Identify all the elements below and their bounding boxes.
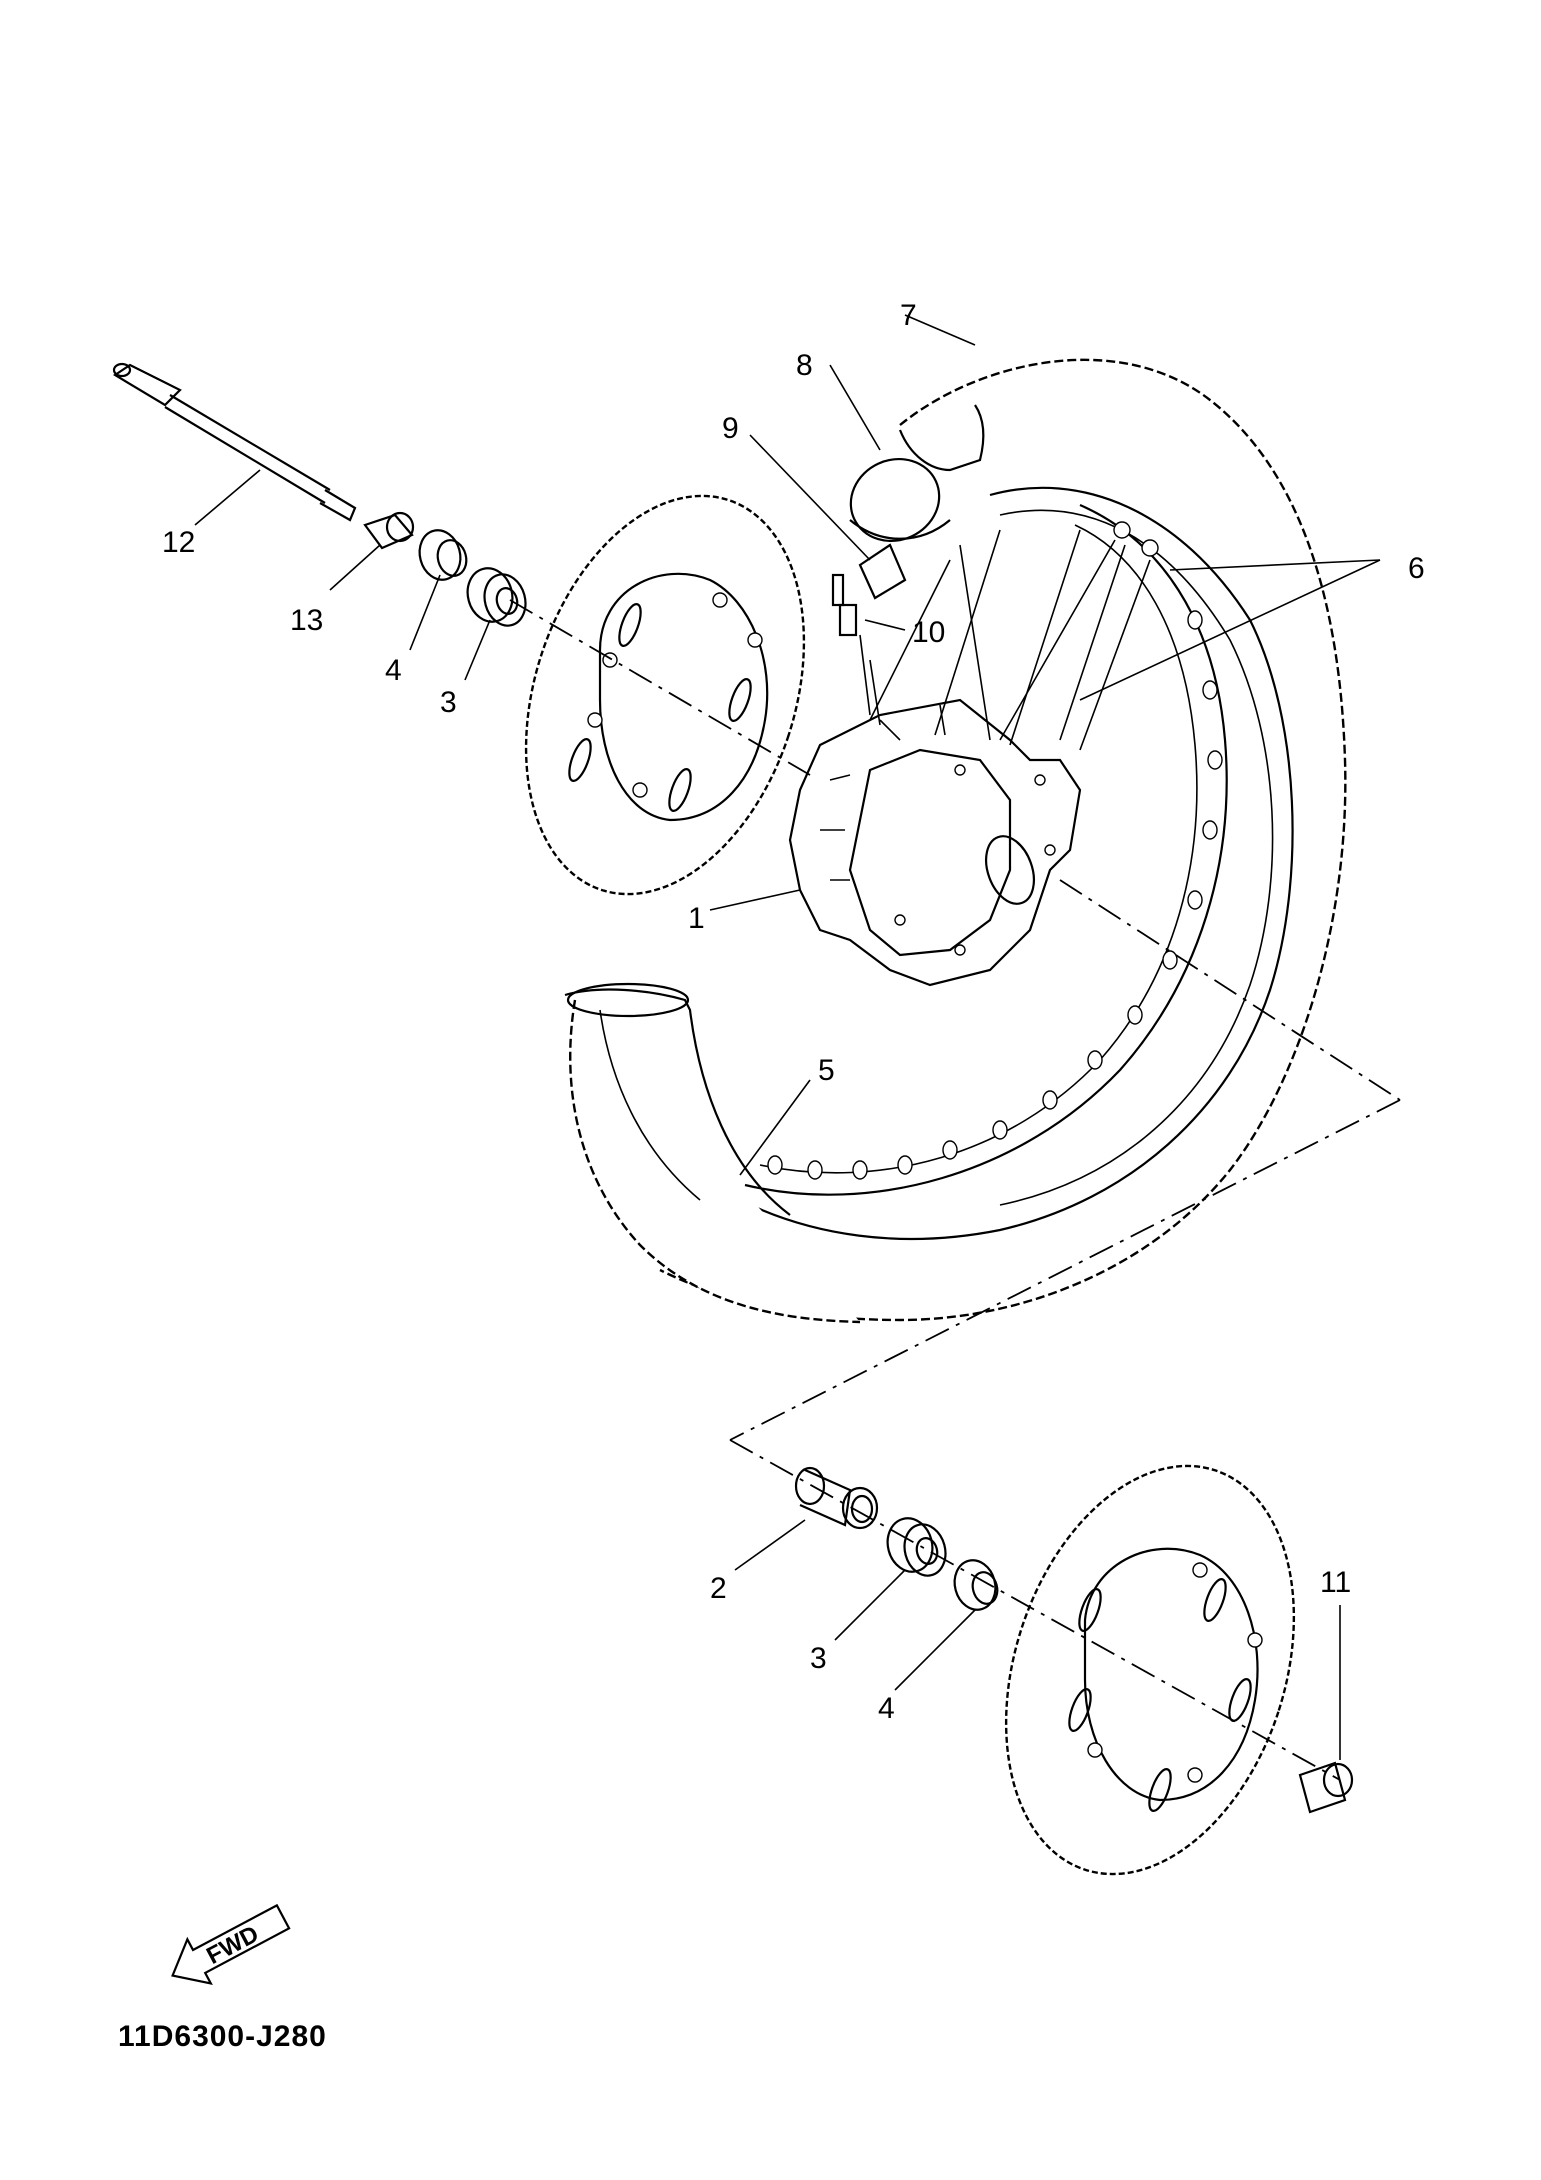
spoke-hole [1202,680,1218,700]
spoke-hole [1202,820,1218,840]
valve [831,573,871,716]
collar-2 [794,1466,879,1530]
callout-9: 9 [722,412,739,445]
callout-labels: 1 2 3 3 4 4 5 6 7 8 9 10 11 12 13 [162,299,1425,1725]
spoke-hole [807,1160,823,1180]
spoke-hole [897,1155,913,1175]
tire-upper [659,358,1347,1322]
spoke-hole [1187,610,1203,630]
callout-8: 8 [796,349,813,382]
callout-7: 7 [900,299,917,332]
rim-spoke-holes [767,610,1223,1180]
spoke-hole [1162,950,1178,970]
spoke-hole [1087,1050,1103,1070]
oil-seal-lower [953,1559,999,1611]
callout-5: 5 [818,1054,835,1087]
leader-lines [194,314,1381,1760]
collar-13 [363,511,415,550]
oil-seal-upper [418,529,468,581]
callout-3-lower: 3 [810,1642,827,1675]
callout-6: 6 [1408,552,1425,585]
spoke-hole [992,1120,1008,1140]
callout-13: 13 [290,604,323,637]
callout-4-upper: 4 [385,654,402,687]
callout-10: 10 [912,616,945,649]
tube [849,404,985,600]
spokes [869,521,1159,751]
fwd-arrow-icon: FWD [171,1903,291,1986]
callout-11: 11 [1320,1566,1351,1599]
spoke-hole [1127,1005,1143,1025]
drawing-code: 11D6300-J280 [118,2020,327,2053]
collar-11 [1298,1761,1354,1814]
callout-1: 1 [688,902,705,935]
brake-disc-lower [1004,1464,1296,1876]
spoke-hole [852,1160,868,1180]
spoke-hole [767,1155,783,1175]
callout-4-lower: 4 [878,1692,895,1725]
tire-lower [564,982,861,1324]
assembly-lines [509,599,1401,1781]
bearing-lower [886,1517,947,1577]
brake-disc-upper [524,494,806,896]
spoke-hole [1207,750,1223,770]
rim [744,503,1228,1196]
callout-12: 12 [162,526,195,559]
callout-3-upper: 3 [440,686,457,719]
bearing-upper [466,567,527,627]
spoke-hole [1187,890,1203,910]
spoke-hole [1042,1090,1058,1110]
spoke-hole [942,1140,958,1160]
axle [112,362,357,522]
callout-2: 2 [710,1572,727,1605]
